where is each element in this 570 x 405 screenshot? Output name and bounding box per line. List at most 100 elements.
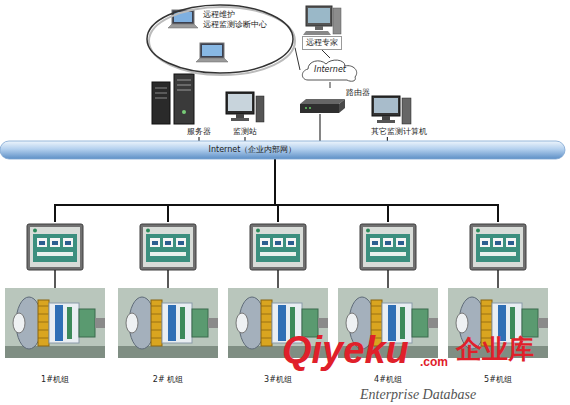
- panel-gauge: [163, 238, 173, 247]
- coil-stripe: [151, 314, 162, 315]
- panel-bezel: [363, 227, 413, 267]
- panel-gauge: [273, 238, 283, 247]
- panel-strip: [370, 252, 406, 256]
- node-text: 远程监测诊断中心: [203, 20, 267, 30]
- generator-unit: 1#机组: [5, 222, 105, 386]
- server-icon: [152, 74, 194, 124]
- panel-logo: [33, 229, 37, 233]
- panel-frame: [250, 224, 306, 270]
- router-icon-part: [300, 104, 339, 113]
- coil-stripe: [481, 322, 492, 323]
- generator-ring: [180, 307, 185, 339]
- node-text: 监测站: [233, 127, 257, 137]
- panel-gauge: [396, 238, 406, 247]
- panel-screen: [476, 234, 520, 262]
- coil-stripe: [38, 322, 49, 323]
- computer-icon-part: [303, 31, 331, 35]
- server-icon-part: [155, 93, 167, 94]
- router-icon-part: [305, 107, 307, 109]
- panel-gauge-bar: [178, 241, 184, 245]
- coil-stripe: [481, 330, 492, 331]
- panel-frame: [470, 224, 526, 270]
- computer-icon-part: [377, 120, 395, 123]
- generator-end: [428, 318, 438, 328]
- coil-stripe: [151, 322, 162, 323]
- panel-gauge: [260, 238, 270, 247]
- server-icon-part: [177, 80, 191, 81]
- computer-label: 其它监测计算机: [370, 127, 428, 137]
- generator-ring: [67, 307, 72, 339]
- laptop-icon-part: [202, 45, 222, 56]
- panel-gauge-bar: [508, 241, 514, 245]
- watermark-text: Qiyeku: [282, 331, 409, 369]
- panel-logo: [256, 229, 260, 233]
- generator-floor: [118, 346, 218, 358]
- computer-icon-part: [374, 98, 398, 113]
- station-label: 监测站: [232, 127, 258, 137]
- panel-bezel: [253, 227, 303, 267]
- generator-coil: [261, 300, 272, 346]
- panel-gauge: [493, 238, 503, 247]
- panel-bezel: [30, 227, 80, 267]
- generator-shaft: [236, 313, 248, 333]
- generator-end: [538, 318, 548, 328]
- panel-strip: [150, 252, 186, 256]
- coil-stripe: [371, 306, 382, 307]
- computer-icon: [303, 6, 341, 35]
- generator-floor: [5, 346, 105, 358]
- connector-line: [295, 48, 300, 70]
- band-shape: [0, 141, 565, 159]
- panel-screen: [33, 234, 77, 262]
- computer-icon-part: [231, 118, 249, 121]
- panel-logo: [366, 229, 370, 233]
- generator-unit: 2# 机组: [118, 222, 218, 386]
- generator-casing: [522, 309, 538, 337]
- watermark-text: .com: [420, 356, 448, 368]
- generator-coil: [38, 300, 49, 346]
- laptop-icon: [196, 43, 228, 62]
- generator-shaft: [346, 313, 358, 333]
- coil-stripe: [151, 338, 162, 339]
- server-icon-part: [155, 88, 167, 89]
- panel-gauge-bar: [288, 241, 294, 245]
- coil-stripe: [481, 306, 492, 307]
- coil-stripe: [38, 330, 49, 331]
- panel-screen: [366, 234, 410, 262]
- panel-logo: [476, 229, 480, 233]
- panel-gauge-bar: [262, 241, 268, 245]
- generator-coil: [151, 300, 162, 346]
- panel-gauge: [480, 238, 490, 247]
- panel-gauge-bar: [372, 241, 378, 245]
- coil-stripe: [261, 330, 272, 331]
- connector-line: [330, 82, 331, 88]
- generator-shaft: [13, 313, 25, 333]
- panel-gauge: [50, 238, 60, 247]
- panel-bezel: [473, 227, 523, 267]
- lan-band: Internet（企业内部网）: [0, 141, 565, 159]
- watermark-text: Enterprise Database: [360, 388, 476, 402]
- generator-ring: [55, 305, 63, 341]
- generator-casing: [412, 309, 428, 337]
- coil-stripe: [481, 314, 492, 315]
- panel-screen: [256, 234, 300, 262]
- panel-gauge-bar: [65, 241, 71, 245]
- router-icon-part: [300, 99, 345, 104]
- panel-gauge-bar: [482, 241, 488, 245]
- node-text: 4#机组: [374, 375, 402, 385]
- computer-icon-part: [402, 98, 411, 124]
- node-text: 5#机组: [484, 375, 512, 385]
- computer-icon-part: [256, 96, 264, 122]
- generator-ground: [118, 288, 218, 358]
- connector-line: [275, 159, 498, 222]
- node-text: Internet（企业内部网）: [209, 145, 297, 155]
- panel-logo: [146, 229, 150, 233]
- generator-ring: [510, 307, 515, 339]
- generator-unit-outline: [118, 222, 218, 386]
- coil-stripe: [261, 314, 272, 315]
- laptop-icon-part: [200, 43, 224, 58]
- coil-stripe: [38, 314, 49, 315]
- watermark-text: 企业库: [456, 336, 534, 362]
- coil-stripe: [38, 306, 49, 307]
- panel-strip: [260, 252, 296, 256]
